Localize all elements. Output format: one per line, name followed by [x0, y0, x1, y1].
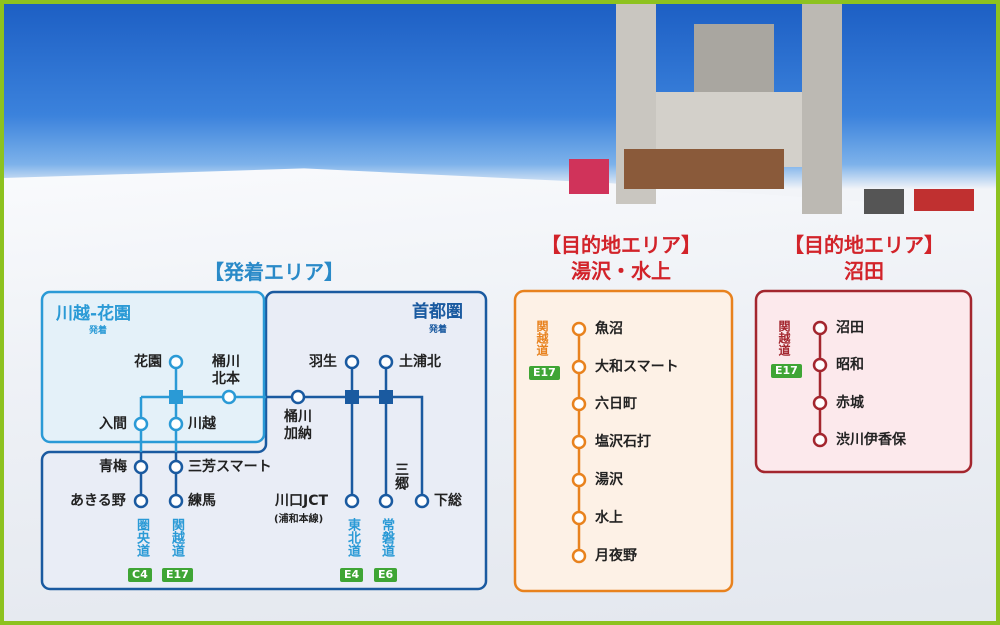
departure-network-map [40, 290, 488, 591]
station-akagi: 赤城 [836, 395, 864, 411]
route-badge-c4: C4 [128, 568, 152, 582]
station-okegawa-kitamoto: 桶川北本 [212, 354, 240, 387]
yuzawa-area-title: 【目的地エリア】 湯沢・水上 [521, 232, 721, 284]
station-minakami: 水上 [595, 510, 623, 526]
station-miyoshi-smart: 三芳スマート [188, 459, 272, 475]
station-shimofusa: 下総 [434, 493, 462, 509]
route-badge-e17: E17 [162, 568, 193, 582]
station-muikamachi: 六日町 [595, 396, 637, 412]
kawagoe-area-sub: 発着 [89, 326, 108, 336]
station-tsuchiura-kita: 土浦北 [399, 354, 441, 370]
station-ome: 青梅 [99, 459, 127, 475]
route-badge-e6: E6 [374, 568, 398, 582]
shutoken-area-name: 首都圏 [412, 302, 463, 322]
station-iruma: 入間 [99, 416, 127, 432]
station-akiruno: あきる野 [70, 493, 126, 509]
station-misato: 三郷 [393, 462, 409, 490]
shutoken-area-sub: 発着 [429, 325, 448, 335]
station-kawaguchi-note: (浦和本線) [274, 514, 324, 525]
station-hanyu: 羽生 [309, 354, 337, 370]
station-okegawa-kano: 桶川加納 [284, 409, 312, 442]
departure-area-title: 【発着エリア】 [204, 260, 344, 284]
numata-area-title: 【目的地エリア】 沼田 [764, 232, 964, 284]
station-yamato-smart: 大和スマート [595, 359, 679, 375]
ski-tower-illustration [569, 4, 974, 214]
route-kenodo: 圏央道 [134, 518, 149, 557]
yuzawa-route-name: 関越道 [535, 320, 549, 356]
station-showa: 昭和 [836, 357, 864, 373]
yuzawa-route-map [513, 289, 973, 593]
station-nerima: 練馬 [188, 493, 216, 509]
station-tsukiyono: 月夜野 [595, 548, 637, 564]
station-shiozawa-ishiuchi: 塩沢石打 [595, 434, 651, 450]
numata-title-line1: 【目的地エリア】 [784, 233, 944, 257]
kawagoe-area-name: 川越-花園 [56, 304, 132, 324]
route-kanetsu: 関越道 [169, 518, 184, 557]
numata-route-name: 関越道 [777, 320, 791, 356]
station-uonuma: 魚沼 [595, 321, 623, 337]
numata-route-badge: E17 [771, 364, 802, 378]
shutoken-box [40, 290, 488, 591]
station-numata: 沼田 [836, 320, 864, 336]
station-shibukawa-ikaho: 渋川伊香保 [836, 432, 906, 448]
route-badge-e4: E4 [340, 568, 364, 582]
yuzawa-route-badge: E17 [529, 366, 560, 380]
kawagoe-box [40, 290, 266, 444]
yuzawa-title-line2: 湯沢・水上 [571, 259, 671, 283]
yuzawa-title-line1: 【目的地エリア】 [541, 233, 701, 257]
route-joban: 常磐道 [379, 518, 394, 557]
route-tohoku: 東北道 [345, 518, 360, 557]
station-yuzawa: 湯沢 [595, 472, 623, 488]
station-hanazono: 花園 [134, 354, 162, 370]
station-kawagoe: 川越 [188, 416, 216, 432]
station-kawaguchi-jct: 川口JCT [275, 493, 329, 509]
numata-title-line2: 沼田 [844, 259, 884, 283]
